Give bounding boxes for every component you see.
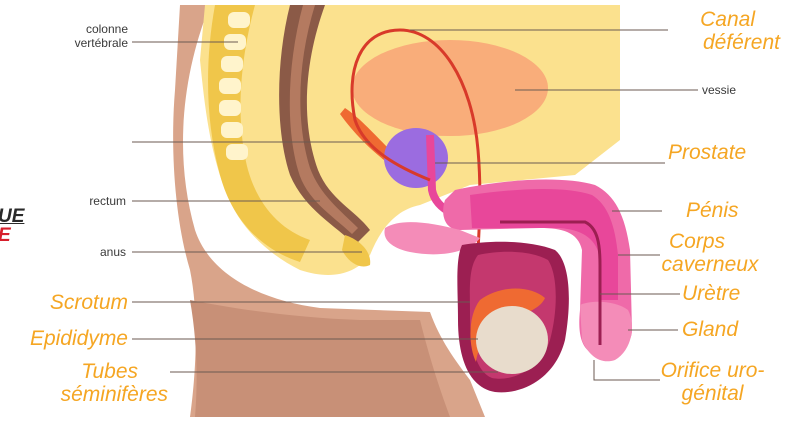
label-colonne: colonne vertébrale — [62, 22, 128, 50]
label-colonne-line2: vertébrale — [62, 36, 128, 50]
clipped-text-line2: E — [0, 226, 11, 245]
label-rectum: rectum — [60, 194, 126, 208]
label-corps-line1: Corps — [638, 230, 782, 253]
label-canal-line1: Canal — [670, 8, 780, 31]
label-vessie: vessie — [702, 83, 736, 97]
label-scrotum: Scrotum — [10, 291, 128, 314]
label-anus: anus — [60, 245, 126, 259]
label-uretre: Urètre — [682, 282, 740, 305]
label-prostate: Prostate — [668, 141, 746, 164]
glans — [580, 302, 632, 362]
label-penis: Pénis — [686, 199, 739, 222]
bladder — [352, 40, 548, 136]
prostate — [384, 128, 448, 188]
label-tubes-line1: Tubes — [0, 360, 168, 383]
label-orifice: Orifice uro- génital — [640, 359, 785, 405]
label-tubes: Tubes séminifères — [0, 360, 168, 406]
label-orifice-line1: Orifice uro- — [640, 359, 785, 382]
label-corps-line2: caverneux — [638, 253, 782, 276]
label-gland: Gland — [682, 318, 738, 341]
testis — [476, 306, 548, 374]
label-colonne-line1: colonne — [62, 22, 128, 36]
label-corps: Corps caverneux — [638, 230, 782, 276]
label-epididyme: Epididyme — [0, 327, 128, 350]
label-canal: Canal déférent — [670, 8, 780, 54]
clipped-text-line1: UE — [0, 207, 24, 226]
label-orifice-line2: génital — [640, 382, 785, 405]
label-canal-line2: déférent — [670, 31, 780, 54]
label-tubes-line2: séminifères — [0, 383, 168, 406]
